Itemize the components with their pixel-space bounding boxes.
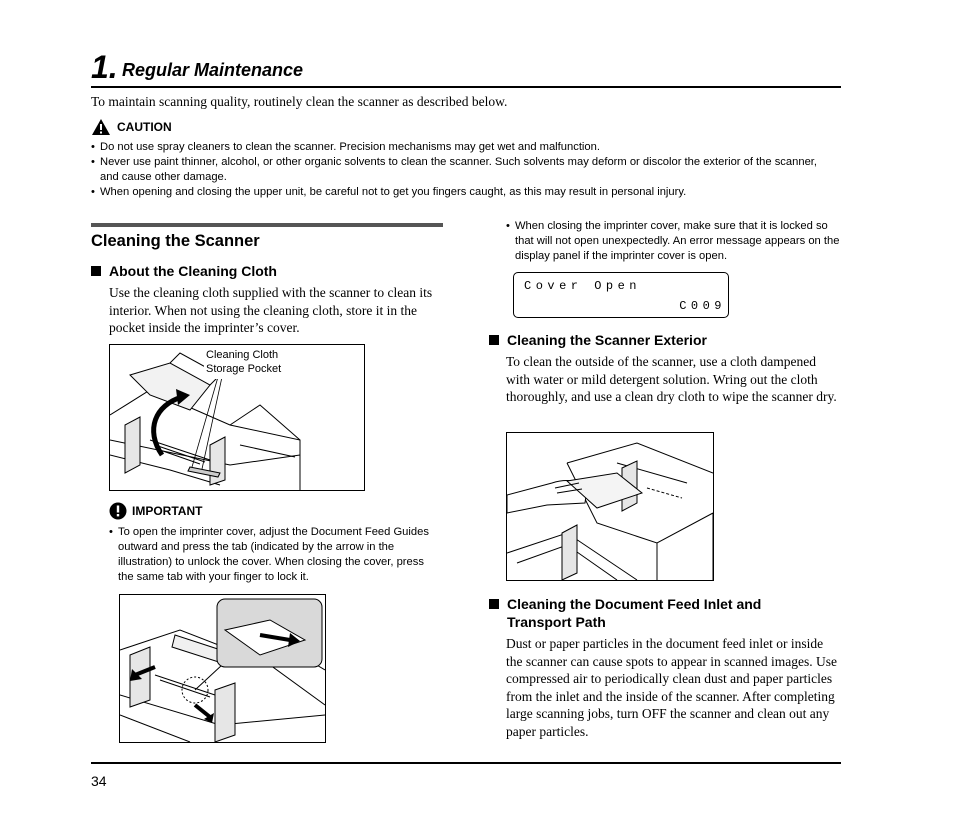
display-line1: Cover Open — [524, 279, 642, 293]
section-rule — [91, 223, 443, 227]
page-number: 34 — [91, 773, 107, 789]
important-list-right: When closing the imprinter cover, make s… — [506, 219, 840, 264]
exterior-cleaning-illustration — [506, 432, 714, 581]
cloth-heading: About the Cleaning Cloth — [91, 262, 277, 280]
imprinter-cover-illustration — [119, 594, 326, 743]
intro-text: To maintain scanning quality, routinely … — [91, 94, 508, 109]
cloth-pocket-illustration: Cleaning Cloth Storage Pocket — [109, 344, 365, 491]
important-item: To open the imprinter cover, adjust the … — [109, 525, 439, 585]
cloth-body: Use the cleaning cloth supplied with the… — [109, 285, 433, 336]
feed-heading-text: Cleaning the Document Feed Inlet and Tra… — [507, 596, 762, 630]
important-item: When closing the imprinter cover, make s… — [506, 219, 840, 264]
chapter-number: 1. — [91, 49, 118, 85]
feed-heading: Cleaning the Document Feed Inlet and Tra… — [489, 595, 829, 631]
important-list-left: To open the imprinter cover, adjust the … — [109, 525, 439, 585]
caution-label: CAUTION — [117, 120, 172, 134]
caution-list: Do not use spray cleaners to clean the s… — [91, 140, 836, 200]
chapter-header: 1. Regular Maintenance — [91, 50, 841, 88]
caution-heading: CAUTION — [91, 118, 172, 136]
exclamation-circle-icon — [109, 502, 127, 520]
square-bullet-icon — [489, 599, 499, 609]
section-title: Cleaning the Scanner — [91, 232, 260, 250]
square-bullet-icon — [489, 335, 499, 345]
display-panel: Cover Open C009 — [513, 272, 729, 318]
important-label: IMPORTANT — [132, 504, 203, 518]
cloth-callout-line2: Storage Pocket — [206, 363, 282, 375]
chapter-title: Regular Maintenance — [122, 60, 304, 80]
cloth-heading-text: About the Cleaning Cloth — [109, 263, 277, 279]
caution-item: When opening and closing the upper unit,… — [91, 185, 836, 200]
warning-triangle-icon — [92, 119, 110, 135]
exterior-body: To clean the outside of the scanner, use… — [506, 354, 837, 405]
cloth-callout-line1: Cleaning Cloth — [206, 349, 279, 361]
caution-item: Do not use spray cleaners to clean the s… — [91, 140, 836, 155]
exterior-heading: Cleaning the Scanner Exterior — [489, 331, 707, 349]
important-heading: IMPORTANT — [109, 502, 202, 520]
footer-rule — [91, 762, 841, 764]
caution-item: Never use paint thinner, alcohol, or oth… — [91, 155, 836, 185]
cloth-callout: Cleaning Cloth Storage Pocket — [206, 348, 281, 376]
display-line2: C009 — [679, 299, 726, 313]
exterior-heading-text: Cleaning the Scanner Exterior — [507, 332, 707, 348]
square-bullet-icon — [91, 266, 101, 276]
feed-body: Dust or paper particles in the document … — [506, 636, 838, 739]
